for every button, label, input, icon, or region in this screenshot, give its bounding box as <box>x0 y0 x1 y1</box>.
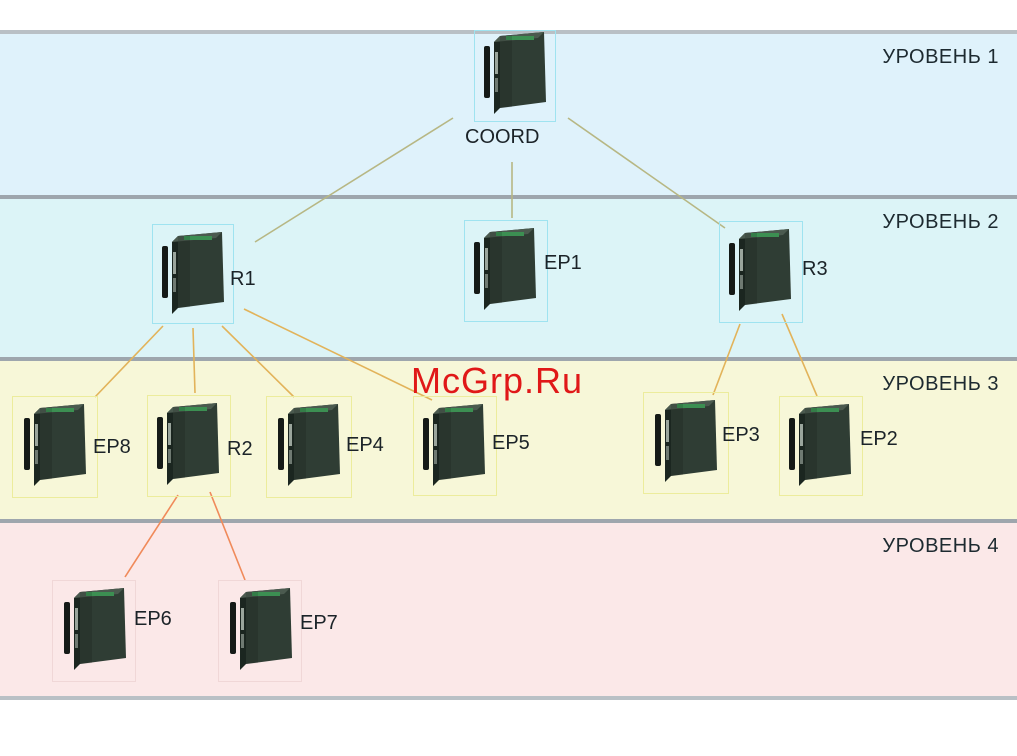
node-label-coord: COORD <box>465 126 539 149</box>
node-label-ep6: EP6 <box>134 608 172 631</box>
wireless-module-icon <box>653 400 721 486</box>
wireless-module-icon <box>160 232 228 318</box>
link-r1-r2 <box>193 328 195 393</box>
link-coord-r3 <box>568 118 725 228</box>
link-r1-ep4 <box>222 326 294 397</box>
wireless-module-icon <box>787 404 855 490</box>
wireless-module-icon <box>421 404 489 490</box>
node-label-ep8: EP8 <box>93 436 131 459</box>
wireless-module-icon <box>155 403 223 489</box>
node-label-ep1: EP1 <box>544 252 582 275</box>
node-label-ep5: EP5 <box>492 432 530 455</box>
node-label-ep4: EP4 <box>346 434 384 457</box>
node-label-ep7: EP7 <box>300 612 338 635</box>
wireless-module-icon <box>482 32 550 118</box>
node-label-ep2: EP2 <box>860 428 898 451</box>
link-r3-ep3 <box>713 324 740 395</box>
wireless-module-icon <box>62 588 130 674</box>
node-label-ep3: EP3 <box>722 424 760 447</box>
link-r3-ep2 <box>782 314 817 396</box>
wireless-module-icon <box>276 404 344 490</box>
wireless-module-icon <box>228 588 296 674</box>
node-label-r3: R3 <box>802 258 828 281</box>
watermark: McGrp.Ru <box>411 360 583 402</box>
link-r1-ep5 <box>244 309 432 400</box>
link-r2-ep6 <box>125 495 178 577</box>
link-r1-ep8 <box>95 326 163 397</box>
link-r2-ep7 <box>210 492 245 580</box>
wireless-module-icon <box>22 404 90 490</box>
link-coord-r1 <box>255 118 453 242</box>
wireless-module-icon <box>727 229 795 315</box>
wireless-module-icon <box>472 228 540 314</box>
node-label-r2: R2 <box>227 438 253 461</box>
node-label-r1: R1 <box>230 268 256 291</box>
